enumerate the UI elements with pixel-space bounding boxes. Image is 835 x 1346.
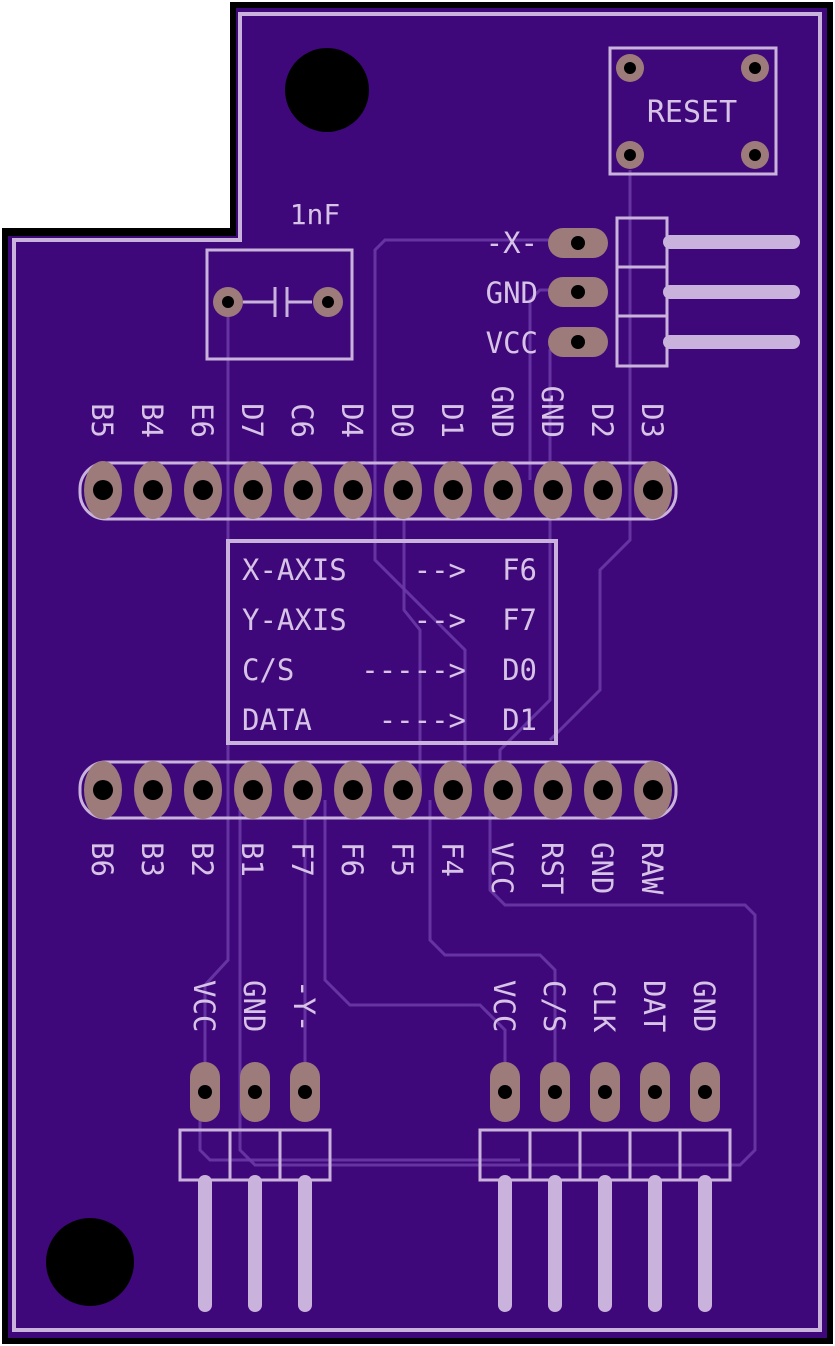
bottom-row-label-3: B2: [185, 842, 219, 877]
bottom-pin-row: B6 B3 B2 B1 F7 F6 F5 F4 VCC RST GND RAW: [78, 760, 678, 895]
top-row-drill-6: [343, 480, 363, 500]
map-pin-2: F7: [502, 603, 537, 637]
y-header-label-2: GND: [237, 980, 271, 1032]
bottom-row-label-4: B1: [235, 842, 269, 877]
top-row-drill-3: [193, 480, 213, 500]
map-pin-4: D1: [502, 703, 537, 737]
x-header-pin-3: VCC: [486, 326, 538, 360]
top-row-label-1: B5: [85, 403, 119, 438]
bottom-row-label-6: F6: [335, 842, 369, 877]
y-header-drill-3: [298, 1085, 312, 1099]
top-row-label-7: D0: [385, 403, 419, 438]
x-header: [548, 216, 800, 368]
top-row-drill-11: [593, 480, 613, 500]
top-row-label-9: GND: [485, 386, 519, 438]
top-row-label-4: D7: [235, 403, 269, 438]
sensor-header-label-5: GND: [687, 980, 721, 1032]
sensor-header-drill-2: [548, 1085, 562, 1099]
bottom-row-label-10: RST: [535, 842, 569, 894]
sensor-header-label-1: VCC: [487, 980, 521, 1032]
traces: [198, 170, 757, 1167]
y-header-drill-2: [248, 1085, 262, 1099]
top-row-drill-8: [443, 480, 463, 500]
bottom-row-drill-6: [343, 780, 363, 800]
top-row-drill-9: [493, 480, 513, 500]
top-row-label-6: D4: [335, 403, 369, 438]
top-row-drill-4: [243, 480, 263, 500]
reset-button: RESET: [608, 46, 778, 176]
top-row-label-8: D1: [435, 403, 469, 438]
bottom-row-label-9: VCC: [485, 842, 519, 894]
map-arrow-1: -->: [414, 553, 466, 587]
bottom-row-drill-5: [293, 780, 313, 800]
y-header-label-3: -Y-: [287, 980, 321, 1032]
y-header-drill-1: [198, 1085, 212, 1099]
y-header: VCC GND -Y-: [178, 980, 332, 1312]
top-row-drill-1: [93, 480, 113, 500]
sensor-header-label-2: C/S: [537, 980, 571, 1032]
board-outline: [12, 12, 822, 1332]
sensor-header: VCC C/S CLK DAT GND: [478, 980, 732, 1312]
sensor-header-label-4: DAT: [637, 980, 671, 1032]
x-header-pin-2: GND: [486, 276, 538, 310]
map-arrow-3: ----->: [361, 653, 466, 687]
top-row-label-12: D3: [635, 403, 669, 438]
bottom-row-drill-2: [143, 780, 163, 800]
bottom-row-drill-9: [493, 780, 513, 800]
board-fill: [8, 8, 827, 1338]
reset-label: RESET: [647, 95, 737, 130]
sensor-header-label-3: CLK: [587, 980, 621, 1033]
bottom-row-drill-8: [443, 780, 463, 800]
sensor-header-drill-4: [648, 1085, 662, 1099]
bottom-row-label-7: F5: [385, 842, 419, 877]
bottom-row-drill-1: [93, 780, 113, 800]
map-name-3: C/S: [242, 653, 294, 687]
bottom-row-label-12: RAW: [635, 842, 669, 895]
capacitor: 1nF: [205, 198, 354, 361]
y-header-label-1: VCC: [187, 980, 221, 1032]
map-arrow-2: -->: [414, 603, 466, 637]
map-pin-1: F6: [502, 553, 537, 587]
top-row-label-5: C6: [285, 403, 319, 438]
sensor-header-drill-5: [698, 1085, 712, 1099]
bottom-row-drill-10: [543, 780, 563, 800]
map-pin-3: D0: [502, 653, 537, 687]
bottom-row-drill-4: [243, 780, 263, 800]
sensor-header-drill-3: [598, 1085, 612, 1099]
bottom-row-label-1: B6: [85, 842, 119, 877]
bottom-row-drill-7: [393, 780, 413, 800]
top-row-drill-2: [143, 480, 163, 500]
bottom-row-label-8: F4: [435, 842, 469, 877]
map-name-2: Y-AXIS: [242, 603, 347, 637]
bottom-row-drill-3: [193, 780, 213, 800]
map-arrow-4: ---->: [379, 703, 466, 737]
bottom-row-label-5: F7: [285, 842, 319, 877]
top-row-label-3: E6: [185, 403, 219, 438]
top-row-drill-5: [293, 480, 313, 500]
bottom-row-drill-12: [643, 780, 663, 800]
map-name-4: DATA: [242, 703, 312, 737]
mounting-hole-top: [285, 48, 369, 132]
x-header-pin-1: -X-: [486, 226, 538, 260]
top-row-drill-12: [643, 480, 663, 500]
top-row-label-2: B4: [135, 403, 169, 438]
bottom-row-drill-11: [593, 780, 613, 800]
top-pin-row: B5 B4 E6 D7 C6 D4 D0 D1 GND GND D2 D3: [78, 386, 678, 521]
sensor-header-drill-1: [498, 1085, 512, 1099]
map-name-1: X-AXIS: [242, 553, 347, 587]
bottom-row-label-11: GND: [585, 842, 619, 894]
top-row-drill-10: [543, 480, 563, 500]
bottom-row-label-2: B3: [135, 842, 169, 877]
top-row-drill-7: [393, 480, 413, 500]
top-row-label-11: D2: [585, 403, 619, 438]
capacitor-label: 1nF: [290, 198, 341, 231]
mounting-hole-bottom: [46, 1218, 134, 1306]
top-row-label-10: GND: [535, 386, 569, 438]
